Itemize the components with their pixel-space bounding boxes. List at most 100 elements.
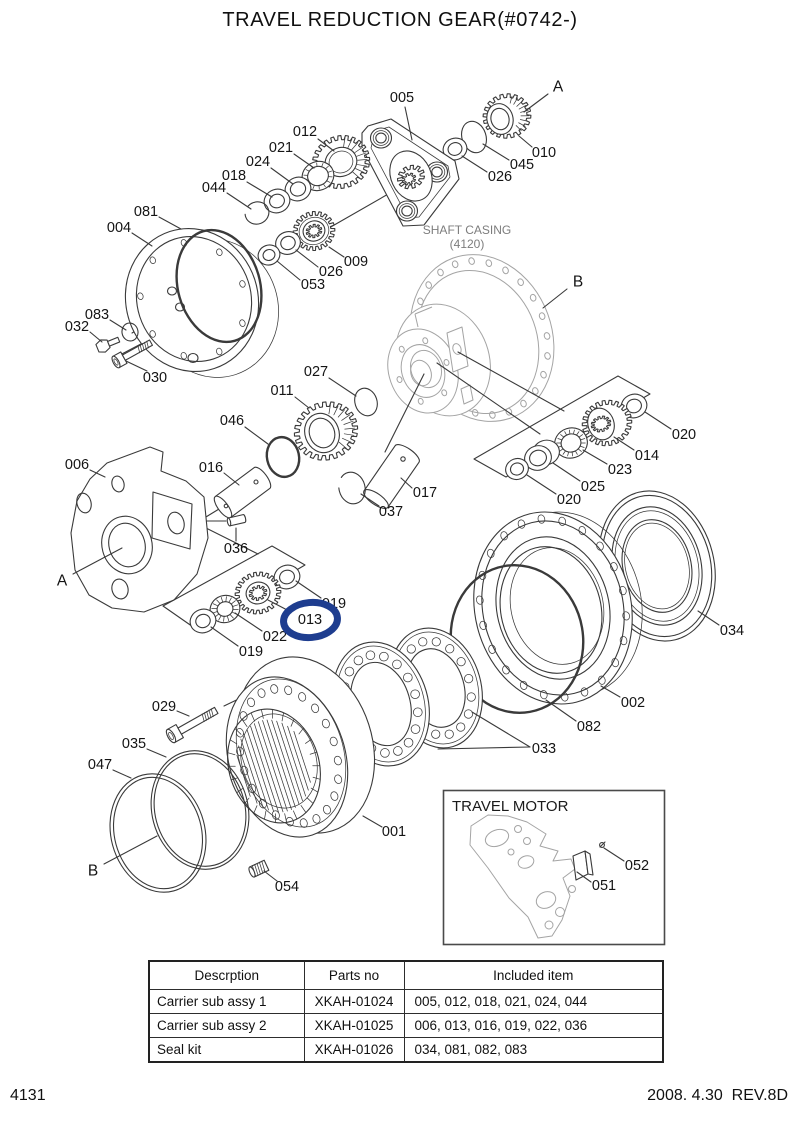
col-header-parts-no: Parts no (303, 960, 405, 990)
part-callout-027: 027 (304, 364, 328, 380)
part-callout-010: 010 (532, 145, 556, 161)
oring-027-drawing (354, 387, 378, 417)
part-callout-019: 019 (239, 644, 263, 660)
table-row: Carrier sub assy 1 XKAH-01024 005, 012, … (148, 989, 664, 1014)
part-callout-018: 018 (222, 168, 246, 184)
bushing-021-drawing (301, 160, 335, 192)
gear-009-drawing (292, 210, 336, 252)
part-callout-001: 001 (382, 824, 406, 840)
part-callout-046: 046 (220, 413, 244, 429)
oring-046-drawing (265, 435, 301, 479)
table-row: Seal kit XKAH-01026 034, 081, 082, 083 (148, 1037, 664, 1063)
travel-motor-title: TRAVEL MOTOR (452, 798, 569, 815)
planet-group-a (162, 545, 306, 634)
oring-081-drawing (175, 228, 263, 344)
part-callout-024: 024 (246, 154, 270, 170)
oring-083-drawing (121, 322, 139, 342)
travel-motor-title: TRAVEL MOTOR (452, 798, 569, 815)
parts-table-header-row: Descrption Parts no Included item (148, 960, 664, 990)
pin-036-drawing (226, 514, 247, 527)
cell-parts-no: XKAH-01024 (303, 989, 405, 1014)
part-callout-B: B (88, 863, 98, 880)
part-callout-013: 013 (298, 612, 322, 628)
col-header-included-item: Included item (403, 960, 664, 990)
highlight-circle-013 (280, 598, 341, 642)
ring-047-drawing (109, 773, 207, 893)
part-callout-021: 021 (269, 140, 293, 156)
carrier-005-drawing (361, 118, 460, 227)
page-number: 4131 (10, 1087, 46, 1104)
part-callout-033: 033 (532, 741, 556, 757)
plug-054-drawing (248, 859, 270, 878)
bolt-029-drawing (165, 706, 219, 744)
part-callout-005: 005 (390, 90, 414, 106)
cell-parts-no: XKAH-01026 (303, 1037, 405, 1063)
washer-053-drawing (257, 244, 281, 266)
part-callout-030: 030 (143, 370, 167, 386)
ring-gear-001-drawing (225, 656, 376, 838)
highlight-013 (280, 598, 341, 642)
page-title: TRAVEL REDUCTION GEAR(#0742-) (222, 9, 578, 31)
part-callout-034: 034 (720, 623, 744, 639)
shaft-casing-drawing (387, 254, 555, 422)
part-callout-029: 029 (152, 699, 176, 715)
part-callout-004: 004 (107, 220, 131, 236)
table-row: Carrier sub assy 2 XKAH-01025 006, 013, … (148, 1013, 664, 1038)
planet-group-b (473, 375, 651, 481)
cell-included-item: 005, 012, 018, 021, 024, 044 (403, 989, 664, 1014)
part-callout-020: 020 (557, 492, 581, 508)
bolt-030-drawing (111, 339, 153, 369)
snap-044-drawing (244, 201, 270, 225)
shaft-017-drawing (363, 444, 420, 509)
revision-date: 2008. 4.30 REV.8D (647, 1087, 788, 1104)
cell-parts-no: XKAH-01025 (303, 1013, 405, 1038)
bolt-052-drawing (599, 841, 606, 848)
part-callout-045: 045 (510, 157, 534, 173)
cell-included-item: 006, 013, 016, 019, 022, 036 (403, 1013, 664, 1038)
part-callout-020: 020 (672, 427, 696, 443)
shaft-casing-label-line2: (4120) (450, 237, 485, 251)
part-callout-053: 053 (301, 277, 325, 293)
part-callout-011: 011 (270, 383, 293, 399)
part-callout-026: 026 (319, 264, 343, 280)
leader-lines (72, 93, 720, 883)
bracket-051-drawing (572, 850, 594, 881)
bearings-033-drawing (332, 627, 483, 767)
part-callout-006: 006 (65, 457, 89, 473)
part-callout-035: 035 (122, 736, 146, 752)
col-header-description: Descrption (148, 960, 305, 990)
parts-table: Descrption Parts no Included item Carrie… (148, 960, 664, 1063)
part-callout-022: 022 (263, 629, 287, 645)
shaft-casing-label: SHAFT CASING(4120) (423, 223, 511, 251)
part-callout-037: 037 (379, 504, 403, 520)
travel-motor-box-group (442, 789, 666, 946)
part-callout-012: 012 (293, 124, 317, 140)
part-callout-002: 002 (621, 695, 645, 711)
part-callout-032: 032 (65, 319, 89, 335)
part-callout-036: 036 (224, 541, 248, 557)
cell-description: Carrier sub assy 2 (148, 1013, 305, 1038)
gear-010-drawing (482, 93, 532, 139)
part-callout-025: 025 (581, 479, 605, 495)
part-callout-054: 054 (275, 879, 299, 895)
part-callout-A: A (57, 573, 68, 590)
part-callout-026: 026 (488, 169, 512, 185)
washer-018-drawing (263, 188, 291, 214)
part-callout-A: A (553, 79, 564, 96)
part-callout-009: 009 (344, 254, 368, 270)
part-callout-081: 081 (134, 204, 158, 220)
part-callout-B: B (573, 274, 583, 291)
part-callout-083: 083 (85, 307, 109, 323)
part-callout-047: 047 (88, 757, 112, 773)
cover-004-drawing (124, 228, 279, 378)
part-callout-023: 023 (608, 462, 632, 478)
snap-037-drawing (338, 471, 366, 505)
cell-description: Seal kit (148, 1037, 305, 1063)
part-callout-052: 052 (625, 858, 649, 874)
part-callout-014: 014 (635, 448, 659, 464)
cell-included-item: 034, 081, 082, 083 (403, 1037, 664, 1063)
gear-011-drawing (293, 401, 359, 461)
travel-motor-box (442, 789, 666, 946)
part-callout-082: 082 (577, 719, 601, 735)
